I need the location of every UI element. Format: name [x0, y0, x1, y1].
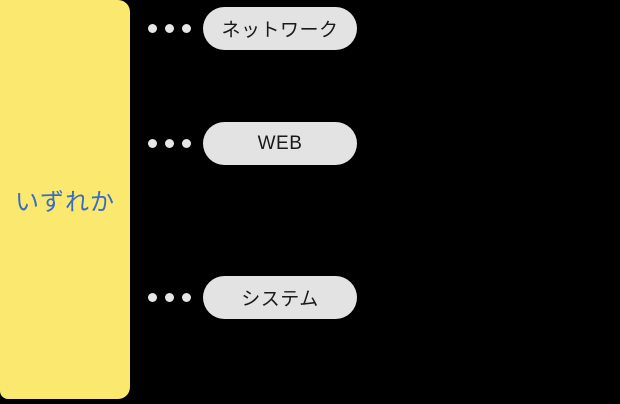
connector-dots	[148, 24, 191, 33]
connector-dot-icon	[148, 293, 157, 302]
source-node-any: いずれか	[0, 0, 130, 399]
option-node-label: ネットワーク	[221, 20, 339, 41]
connector-dots	[148, 139, 191, 148]
option-node-network: ネットワーク	[203, 7, 357, 50]
connector-dots	[148, 293, 191, 302]
connector-dot-icon	[165, 24, 174, 33]
connector-dot-icon	[182, 139, 191, 148]
source-node-label: いずれか	[15, 189, 115, 216]
option-row-web: WEB	[148, 122, 357, 165]
option-node-label: システム	[241, 289, 319, 310]
option-row-system: システム	[148, 276, 357, 319]
option-node-label: WEB	[257, 132, 303, 154]
connector-dot-icon	[165, 293, 174, 302]
connector-dot-icon	[148, 139, 157, 148]
option-node-system: システム	[203, 276, 357, 319]
option-row-network: ネットワーク	[148, 7, 357, 50]
connector-dot-icon	[165, 139, 174, 148]
connector-dot-icon	[182, 293, 191, 302]
connector-dot-icon	[182, 24, 191, 33]
connector-dot-icon	[148, 24, 157, 33]
option-node-web: WEB	[203, 122, 357, 165]
